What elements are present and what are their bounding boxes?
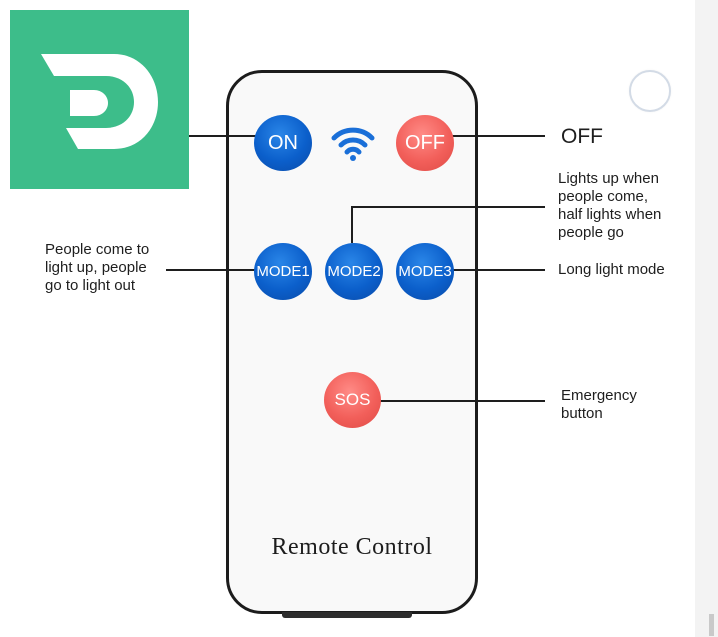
- mode1-button[interactable]: MODE1: [254, 243, 312, 300]
- wifi-icon: [331, 127, 375, 161]
- d-letter-logo-icon: [41, 54, 158, 149]
- remote-title: Remote Control: [271, 534, 433, 560]
- on-button[interactable]: ON: [254, 115, 312, 171]
- logo-tile: [10, 10, 189, 189]
- callout-mode2-label: Lights up when people come, half lights …: [558, 170, 662, 241]
- sos-button[interactable]: SOS: [324, 372, 381, 428]
- circle-button[interactable]: [629, 70, 671, 112]
- callout-line-mode2: [351, 206, 545, 243]
- callout-sos-label: Emergency button: [561, 387, 637, 422]
- callout-off-label: OFF: [561, 125, 603, 148]
- remote-base: [282, 612, 412, 618]
- off-button[interactable]: OFF: [396, 115, 454, 171]
- scrollbar-thumb[interactable]: [709, 614, 714, 636]
- callout-mode1-label: People come to light up, people go to li…: [45, 241, 150, 294]
- mode2-button[interactable]: MODE2: [325, 243, 383, 300]
- scrollbar[interactable]: [695, 0, 718, 637]
- callout-mode3-label: Long light mode: [558, 261, 665, 278]
- mode3-button[interactable]: MODE3: [396, 243, 454, 300]
